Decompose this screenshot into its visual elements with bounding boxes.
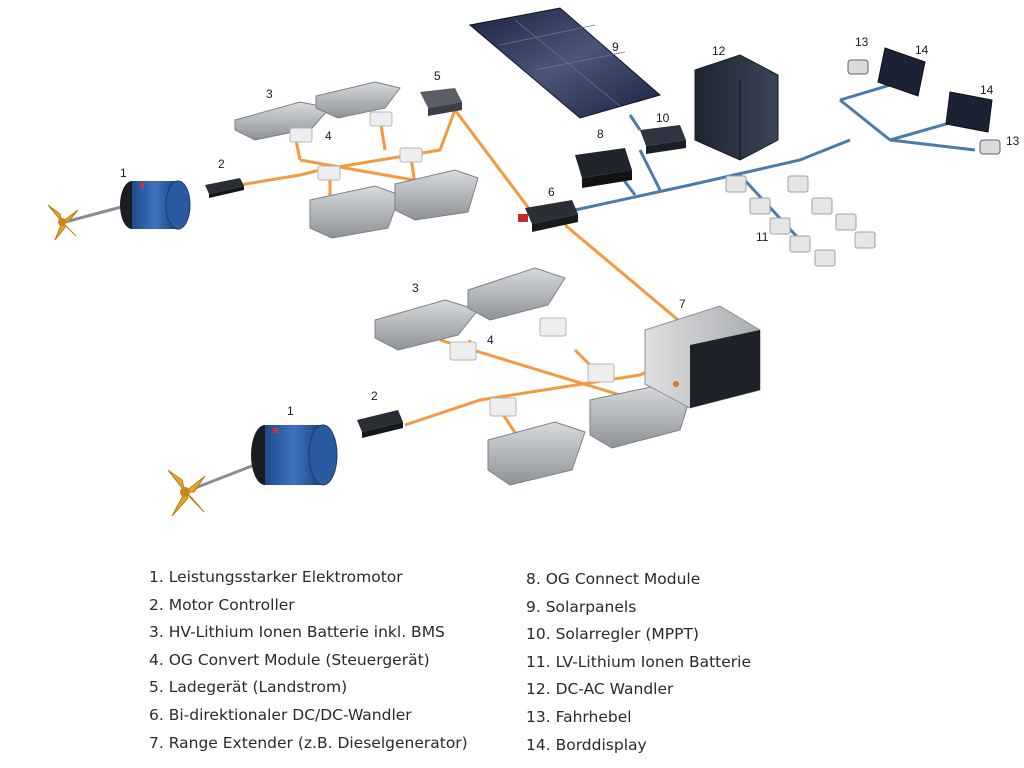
hv-cables [239, 109, 701, 441]
electric-motor-icon [120, 180, 191, 230]
callout-12: 12 [712, 44, 726, 58]
legend-item-1: 1. Leistungsstarker Elektromotor [149, 568, 403, 586]
callout-14-right: 14 [980, 83, 994, 97]
propeller-icon [47, 204, 126, 241]
legend-item-2: 2. Motor Controller [149, 595, 295, 614]
callout-13-right: 13 [1006, 134, 1020, 148]
electric-motor-icon [251, 424, 338, 486]
callout-4-bottom: 4 [487, 333, 494, 347]
legend-item-14: 14. Borddisplay [526, 735, 647, 754]
legend-item-7: 7. Range Extender (z.B. Dieselgenerator) [149, 733, 468, 752]
propeller-icon [167, 460, 263, 517]
legend-right: 8. OG Connect Module 9. Solarpanels 10. … [526, 568, 751, 761]
battery-pack-icon [374, 267, 691, 486]
throttle-lever-icon [847, 59, 1001, 155]
callout-3-top: 3 [266, 87, 273, 101]
callout-6: 6 [548, 185, 555, 199]
legend-item-9: 9. Solarpanels [526, 597, 637, 616]
callout-9: 9 [612, 40, 619, 54]
callout-10: 10 [656, 111, 670, 125]
callout-1-top: 1 [120, 166, 127, 180]
legend-item-11: 11. LV-Lithium Ionen Batterie [526, 652, 751, 671]
callout-7: 7 [679, 297, 686, 311]
motor-controller-icon [205, 178, 244, 198]
legend-item-4: 4. OG Convert Module (Steuergerät) [149, 650, 430, 669]
callout-3-bottom: 3 [412, 281, 419, 295]
callout-1-bottom: 1 [287, 404, 294, 418]
callout-13-left: 13 [855, 35, 869, 49]
inverter-cabinet-icon [694, 54, 779, 161]
dcdc-converter-icon [518, 200, 578, 232]
callout-11: 11 [756, 230, 769, 244]
connect-module-icon [575, 148, 632, 188]
legend-item-8: 8. OG Connect Module [526, 570, 701, 588]
callout-14-left: 14 [915, 43, 929, 57]
callout-labels: 1 2 3 4 5 6 7 8 9 10 11 12 13 14 14 13 1… [120, 35, 1020, 418]
lv-battery-icon [725, 175, 876, 267]
callout-5: 5 [434, 69, 441, 83]
convert-module-icon [289, 111, 423, 181]
legend-item-6: 6. Bi-direktionaler DC/DC-Wandler [149, 705, 412, 724]
legend-item-5: 5. Ladegerät (Landstrom) [149, 678, 348, 697]
system-diagram: 1 2 3 4 5 6 7 8 9 10 11 12 13 14 14 13 1… [47, 7, 1020, 517]
range-extender-icon [644, 305, 761, 409]
solar-panel-icon [468, 7, 662, 119]
mppt-controller-icon [640, 125, 686, 154]
callout-2-bottom: 2 [371, 389, 378, 403]
legend-item-3: 3. HV-Lithium Ionen Batterie inkl. BMS [149, 623, 445, 642]
convert-module-icon [449, 317, 615, 417]
callout-8: 8 [597, 127, 604, 141]
display-icon [877, 47, 993, 133]
legend-item-13: 13. Fahrhebel [526, 707, 632, 726]
legend-left: 1. Leistungsstarker Elektromotor 2. Moto… [149, 566, 468, 759]
callout-2-top: 2 [218, 157, 225, 171]
motor-controller-icon [357, 410, 403, 438]
legend-item-12: 12. DC-AC Wandler [526, 680, 674, 699]
battery-pack-icon [234, 81, 479, 239]
charger-icon [420, 88, 462, 116]
legend-item-10: 10. Solarregler (MPPT) [526, 625, 699, 644]
callout-4-top: 4 [325, 129, 332, 143]
